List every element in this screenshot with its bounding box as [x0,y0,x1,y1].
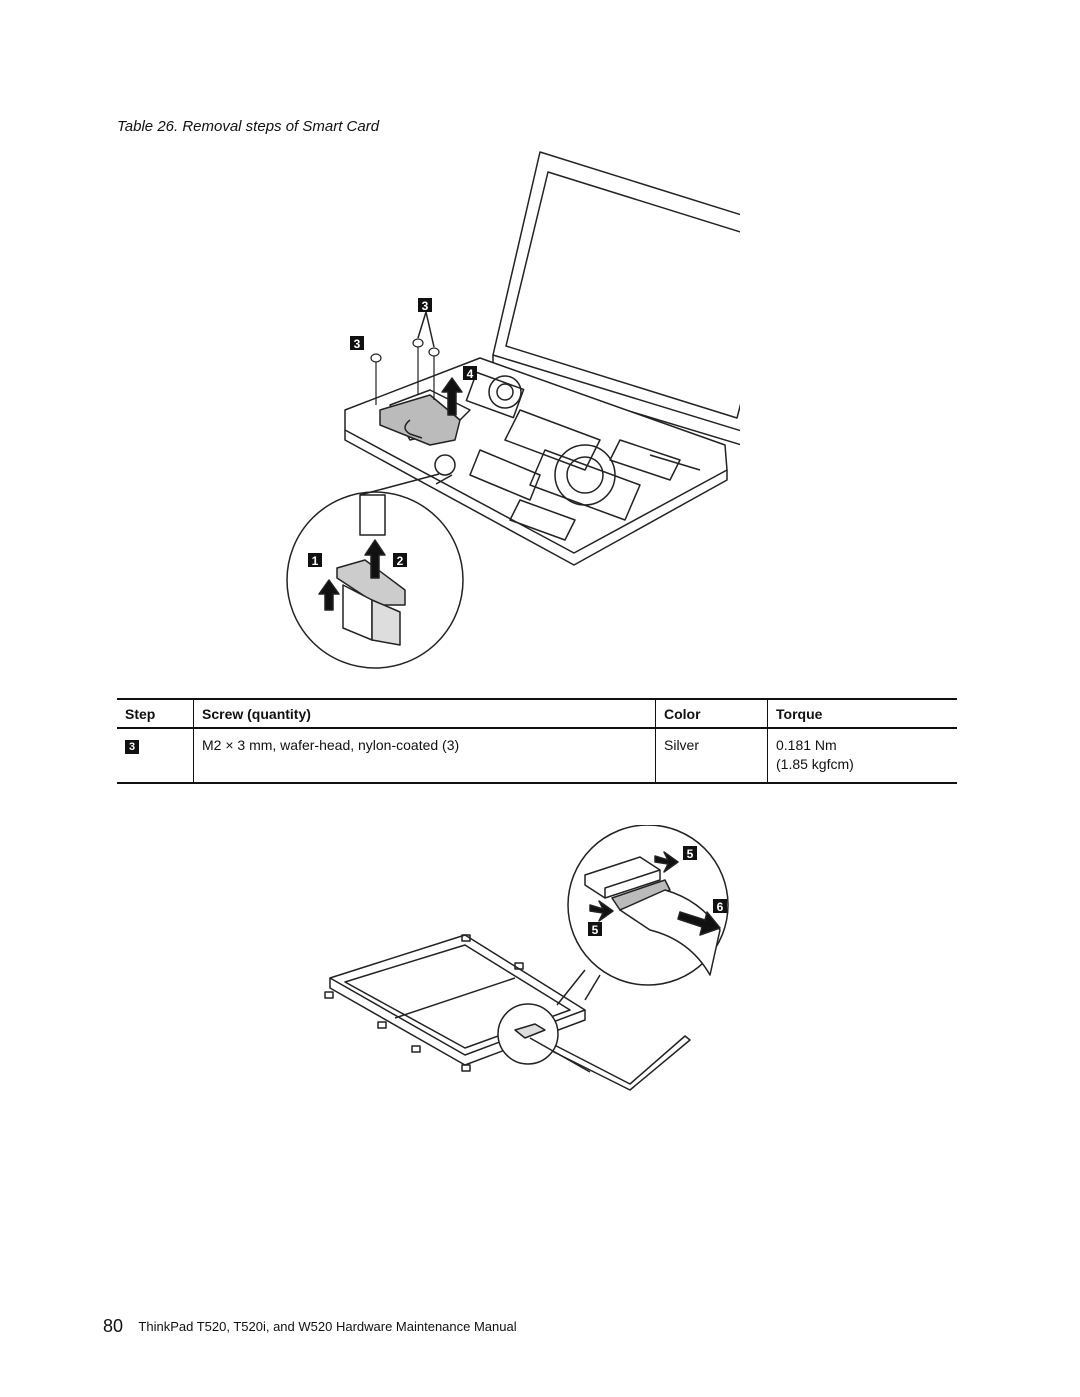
svg-text:5: 5 [687,847,694,861]
callout-4: 4 [463,366,477,381]
screw-spec-table: Step Screw (quantity) Color Torque 3 M2 … [117,698,957,784]
page-number: 80 [103,1316,124,1336]
page-footer: 80 ThinkPad T520, T520i, and W520 Hardwa… [103,1316,517,1337]
svg-text:2: 2 [397,554,404,568]
callout-3a: 3 [418,298,432,313]
callout-1: 1 [308,553,322,568]
table-caption: Table 26. Removal steps of Smart Card [117,118,380,135]
col-color: Color [655,698,768,729]
color-cell: Silver [655,728,768,784]
table-row: 3 M2 × 3 mm, wafer-head, nylon-coated (3… [117,728,957,784]
laptop-illustration: 3 3 4 1 2 [286,151,740,669]
svg-text:3: 3 [422,299,429,313]
torque-kgfcm: (1.85 kgfcm) [776,756,854,772]
manual-title: ThinkPad T520, T520i, and W520 Hardware … [138,1319,517,1334]
callout-2: 2 [393,553,407,568]
torque-nm: 0.181 Nm [776,737,837,753]
svg-text:3: 3 [354,337,361,351]
svg-text:5: 5 [592,923,599,937]
table-header-row: Step Screw (quantity) Color Torque [117,698,957,729]
svg-text:6: 6 [717,900,724,914]
screw-cell: M2 × 3 mm, wafer-head, nylon-coated (3) [193,728,656,784]
callout-5a: 5 [683,846,697,861]
step-cell: 3 [117,728,194,784]
callout-3b: 3 [350,336,364,351]
smart-card-illustration: 5 6 5 [324,825,729,1091]
svg-text:4: 4 [467,367,474,381]
callout-6: 6 [713,899,727,914]
col-step: Step [117,698,194,729]
callout-5b: 5 [588,922,602,937]
torque-cell: 0.181 Nm (1.85 kgfcm) [767,728,957,784]
col-torque: Torque [767,698,957,729]
step-badge: 3 [125,740,139,754]
svg-text:1: 1 [312,554,319,568]
col-screw: Screw (quantity) [193,698,656,729]
